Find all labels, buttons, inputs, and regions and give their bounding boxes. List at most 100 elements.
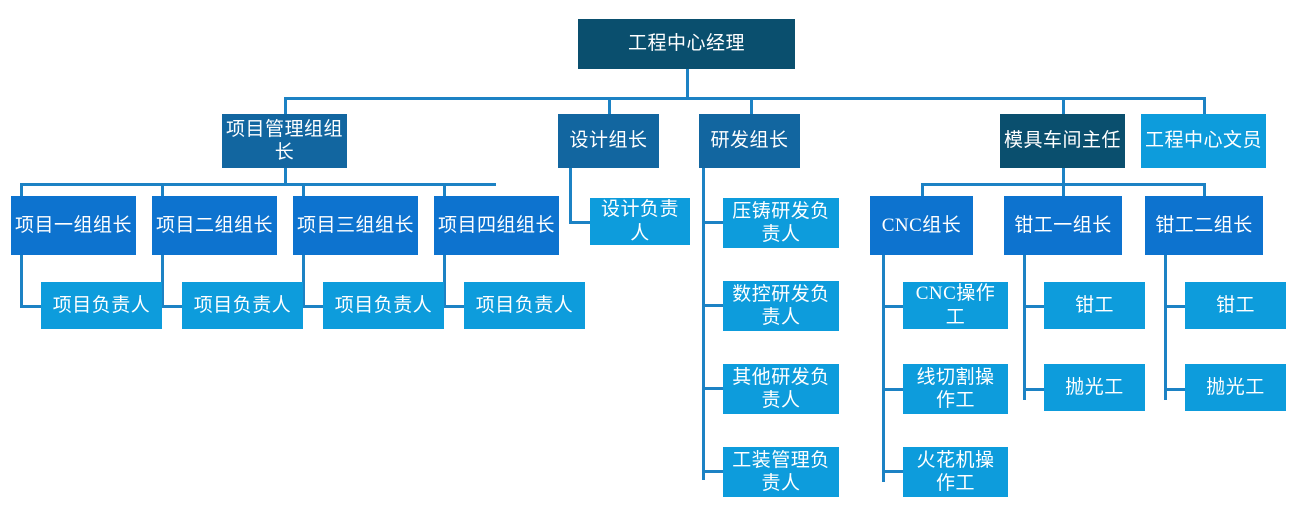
node-wirecut-operator-label: 线切割操作工 <box>916 366 995 411</box>
node-polisher-1[interactable]: 抛光工 <box>1044 364 1145 411</box>
node-rd-lead-label: 研发组长 <box>710 130 789 152</box>
node-cnc-lead[interactable]: CNC组长 <box>870 196 973 255</box>
node-design-lead[interactable]: 设计组长 <box>558 114 659 168</box>
node-project-team-1-label: 项目一组组长 <box>15 214 133 236</box>
node-mold-director-label: 模具车间主任 <box>1004 130 1122 152</box>
connector-rd-spine <box>702 168 705 480</box>
node-project-team-3-label: 项目三组组长 <box>297 214 415 236</box>
connector-fitter-2-arm <box>1164 305 1186 308</box>
connector-rd-diecast-arm <box>702 221 724 224</box>
node-rd-diecast[interactable]: 压铸研发负责人 <box>723 198 839 248</box>
node-edm-operator[interactable]: 火花机操作工 <box>903 447 1008 497</box>
connector-pm-group-down <box>284 168 287 184</box>
node-project-team-2-label: 项目二组组长 <box>156 214 274 236</box>
node-fitter-1-label: 钳工 <box>1074 294 1114 316</box>
node-pm-group-lead[interactable]: 项目管理组组长 <box>222 114 347 168</box>
connector-rd-cnc-arm <box>702 304 724 307</box>
connector-rd-other-arm <box>702 387 724 390</box>
connector-design-owner-arm <box>569 221 591 224</box>
node-wirecut-operator[interactable]: 线切割操作工 <box>903 364 1008 414</box>
node-cnc-lead-label: CNC组长 <box>881 214 962 236</box>
node-mold-director[interactable]: 模具车间主任 <box>1000 114 1125 168</box>
node-project-owner-3-label: 项目负责人 <box>334 294 433 316</box>
connector-drop-rd-lead <box>750 97 753 114</box>
node-rd-cnc[interactable]: 数控研发负责人 <box>723 281 839 331</box>
connector-level2-bus <box>284 97 1206 100</box>
node-center-clerk[interactable]: 工程中心文员 <box>1141 114 1266 168</box>
node-cnc-operator-label: CNC操作工 <box>915 283 996 328</box>
connector-drop-mold-director <box>1062 97 1065 114</box>
connector-drop-project-team-2 <box>161 183 164 196</box>
connector-project-teams-bus <box>20 183 496 186</box>
node-polisher-1-label: 抛光工 <box>1065 376 1124 398</box>
connector-owner-4-stem <box>443 255 446 307</box>
connector-drop-project-team-3 <box>302 183 305 196</box>
node-fitter-2[interactable]: 钳工 <box>1185 282 1286 329</box>
node-project-owner-2[interactable]: 项目负责人 <box>182 282 303 329</box>
node-edm-operator-label: 火花机操作工 <box>916 449 995 494</box>
node-rd-cnc-label: 数控研发负责人 <box>732 283 830 328</box>
connector-design-owner-stem <box>569 168 572 223</box>
node-fitter-1[interactable]: 钳工 <box>1044 282 1145 329</box>
node-design-owner-label: 设计负责人 <box>600 199 679 244</box>
node-root[interactable]: 工程中心经理 <box>578 19 795 69</box>
node-project-owner-4-label: 项目负责人 <box>475 294 574 316</box>
connector-rd-tooling-arm <box>702 470 724 473</box>
node-design-owner[interactable]: 设计负责人 <box>590 198 690 245</box>
connector-polisher-2-arm <box>1164 388 1186 391</box>
node-fitter-team-2-lead[interactable]: 钳工二组长 <box>1145 196 1263 255</box>
node-rd-tooling[interactable]: 工装管理负责人 <box>723 447 839 497</box>
connector-owner-2-arm <box>161 305 183 308</box>
node-root-label: 工程中心经理 <box>627 33 745 55</box>
connector-mold-director-down <box>1062 168 1065 184</box>
connector-owner-3-arm <box>302 305 324 308</box>
connector-root-down <box>686 69 689 99</box>
node-project-owner-1-label: 项目负责人 <box>52 294 151 316</box>
connector-cnc-spine <box>882 255 885 482</box>
connector-fitter-1-spine <box>1023 255 1026 400</box>
node-project-owner-1[interactable]: 项目负责人 <box>41 282 162 329</box>
connector-owner-4-arm <box>443 305 465 308</box>
node-project-owner-3[interactable]: 项目负责人 <box>323 282 444 329</box>
connector-fitter-2-spine <box>1164 255 1167 400</box>
node-project-team-2[interactable]: 项目二组组长 <box>152 196 277 255</box>
node-project-owner-4[interactable]: 项目负责人 <box>464 282 585 329</box>
connector-drop-pm-group <box>284 97 287 114</box>
connector-fitter-1-arm <box>1023 305 1045 308</box>
connector-drop-project-team-4 <box>443 183 446 196</box>
connector-drop-center-clerk <box>1203 97 1206 114</box>
node-fitter-team-2-lead-label: 钳工二组长 <box>1155 214 1253 236</box>
node-polisher-2-label: 抛光工 <box>1206 376 1265 398</box>
node-rd-other-label: 其他研发负责人 <box>732 366 830 411</box>
connector-drop-design-lead <box>608 97 611 114</box>
connector-edm-operator-arm <box>882 470 904 473</box>
node-design-lead-label: 设计组长 <box>569 130 648 152</box>
node-rd-tooling-label: 工装管理负责人 <box>732 449 830 494</box>
connector-owner-1-stem <box>20 255 23 307</box>
connector-drop-fitter-1-lead <box>1062 183 1065 196</box>
node-cnc-operator[interactable]: CNC操作工 <box>903 282 1008 329</box>
node-polisher-2[interactable]: 抛光工 <box>1185 364 1286 411</box>
connector-cnc-operator-arm <box>882 305 904 308</box>
node-rd-other[interactable]: 其他研发负责人 <box>723 364 839 414</box>
node-project-team-1[interactable]: 项目一组组长 <box>11 196 136 255</box>
node-rd-diecast-label: 压铸研发负责人 <box>732 200 830 245</box>
connector-drop-cnc-lead <box>921 183 924 196</box>
node-project-team-4[interactable]: 项目四组组长 <box>434 196 559 255</box>
connector-drop-project-team-1 <box>20 183 23 196</box>
connector-owner-3-stem <box>302 255 305 307</box>
node-rd-lead[interactable]: 研发组长 <box>699 114 800 168</box>
connector-drop-fitter-2-lead <box>1203 183 1206 196</box>
connector-owner-2-stem <box>161 255 164 307</box>
node-project-owner-2-label: 项目负责人 <box>193 294 292 316</box>
node-fitter-team-1-lead-label: 钳工一组长 <box>1014 214 1112 236</box>
node-fitter-team-1-lead[interactable]: 钳工一组长 <box>1004 196 1122 255</box>
node-fitter-2-label: 钳工 <box>1215 294 1255 316</box>
connector-polisher-1-arm <box>1023 388 1045 391</box>
node-center-clerk-label: 工程中心文员 <box>1145 130 1263 152</box>
node-project-team-3[interactable]: 项目三组组长 <box>293 196 418 255</box>
node-pm-group-lead-label: 项目管理组组长 <box>226 118 344 163</box>
connector-owner-1-arm <box>20 305 42 308</box>
connector-wirecut-operator-arm <box>882 388 904 391</box>
